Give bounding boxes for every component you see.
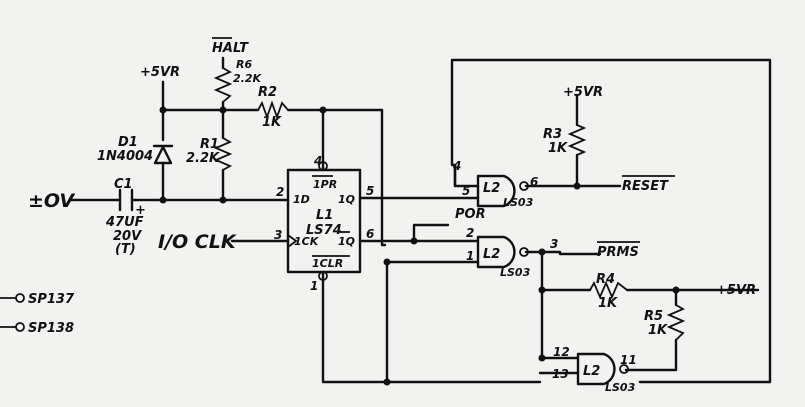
test-point-circle xyxy=(15,322,25,332)
junction-dot xyxy=(219,196,227,204)
signal-por: POR xyxy=(455,207,486,222)
r6-value: 2.2K xyxy=(233,72,262,85)
l1-pin-clr-label: 1CLR xyxy=(312,257,343,270)
junction-dot xyxy=(538,354,546,362)
supply-label: +5VR xyxy=(563,85,603,100)
nand-gate-bottom xyxy=(576,352,629,386)
l1-pin-q-label: 1Q xyxy=(338,193,355,206)
junction-dots xyxy=(159,106,680,386)
nand-gate-top xyxy=(476,174,529,208)
pin-number: 5 xyxy=(366,184,374,198)
junction-dot xyxy=(573,182,581,190)
nand-gate-mid xyxy=(476,235,529,269)
gate-top-part: LS03 xyxy=(503,196,534,209)
resistor-r3 xyxy=(567,124,587,156)
l1-ref: L1 xyxy=(316,208,333,223)
clock-input-marker xyxy=(287,234,298,248)
pin-number: 13 xyxy=(552,367,569,381)
resistor-r4 xyxy=(589,280,628,300)
junction-dot xyxy=(383,378,391,386)
junction-dot xyxy=(538,286,546,294)
capacitor-c1 xyxy=(118,188,134,212)
diode-d1 xyxy=(152,144,174,165)
junction-dot xyxy=(410,237,418,245)
pin-number: 4 xyxy=(452,159,461,173)
junction-dot xyxy=(319,106,327,114)
pin-number: 2 xyxy=(466,226,474,240)
pin-number: 4 xyxy=(313,154,322,168)
pin-number: 3 xyxy=(550,237,558,251)
r4-value: 1K xyxy=(598,296,618,311)
pin-number: 5 xyxy=(462,184,470,198)
resistor-r2 xyxy=(257,100,289,120)
pin-number: 11 xyxy=(620,353,637,367)
junction-dot xyxy=(159,106,167,114)
r2-ref: R2 xyxy=(258,85,277,100)
c1-type: (T) xyxy=(115,242,136,257)
c1-polarity: + xyxy=(135,203,146,218)
supply-label: +5VR xyxy=(716,283,756,298)
test-point-label: SP137 xyxy=(28,292,75,307)
r6-ref: R6 xyxy=(236,58,252,71)
c1-value: 47UF xyxy=(105,215,144,230)
resistor-r5 xyxy=(666,304,686,341)
r1-value: 2.2K xyxy=(186,151,220,166)
d1-ref: D1 xyxy=(118,135,138,150)
signal-halt: HALT xyxy=(212,41,249,56)
pin-number: 12 xyxy=(553,345,570,359)
clr-bubble xyxy=(318,271,328,281)
r3-ref: R3 xyxy=(543,127,562,142)
pin-number: 3 xyxy=(274,228,282,242)
d1-value: 1N4004 xyxy=(97,149,153,164)
junction-dot xyxy=(383,258,391,266)
r3-value: 1K xyxy=(548,141,568,156)
supply-label: +5VR xyxy=(140,65,180,80)
gate-top-ref: L2 xyxy=(483,181,500,196)
pin-number: 6 xyxy=(366,227,374,241)
l1-part: LS74 xyxy=(306,223,342,238)
l1-pin-qbar-label: 1Q xyxy=(338,235,355,248)
r1-ref: R1 xyxy=(200,137,219,152)
resistor-r6 xyxy=(213,67,233,103)
r5-value: 1K xyxy=(648,323,668,338)
gate-bottom-part: LS03 xyxy=(605,381,636,394)
r4-ref: R4 xyxy=(596,272,615,287)
signal-io-clk: I/O CLK xyxy=(158,231,237,253)
junction-dot xyxy=(672,286,680,294)
pin-number: 1 xyxy=(466,249,474,263)
r2-value: 1K xyxy=(262,115,282,130)
junction-dot xyxy=(538,248,546,256)
test-point-label: SP138 xyxy=(28,321,74,336)
signal-reset: RESET xyxy=(622,179,669,194)
resistor-r1 xyxy=(213,137,233,171)
l1-pin-pr-label: 1PR xyxy=(313,178,337,191)
junction-dot xyxy=(159,196,167,204)
c1-ref: C1 xyxy=(114,177,133,192)
c1-rating: 20V xyxy=(113,229,142,244)
signal-input-ov: ±OV xyxy=(28,190,75,212)
gate-bottom-ref: L2 xyxy=(583,364,600,379)
gate-mid-part: LS03 xyxy=(500,266,531,279)
signal-prms: PRMS xyxy=(597,245,639,260)
test-point-circle xyxy=(15,293,25,303)
l1-pin-ck-label: 1CK xyxy=(294,235,320,248)
gate-mid-ref: L2 xyxy=(483,247,500,262)
junction-dot xyxy=(219,106,227,114)
pin-number: 6 xyxy=(530,175,538,189)
labels: +5VR HALT R6 2.2K R2 1K R1 2.2K D1 1N400… xyxy=(28,41,756,394)
pr-bubble xyxy=(318,161,328,171)
pin-number: 2 xyxy=(276,185,284,199)
l1-pin-d-label: 1D xyxy=(293,193,310,206)
pin-number: 1 xyxy=(310,279,318,293)
r5-ref: R5 xyxy=(644,309,663,324)
